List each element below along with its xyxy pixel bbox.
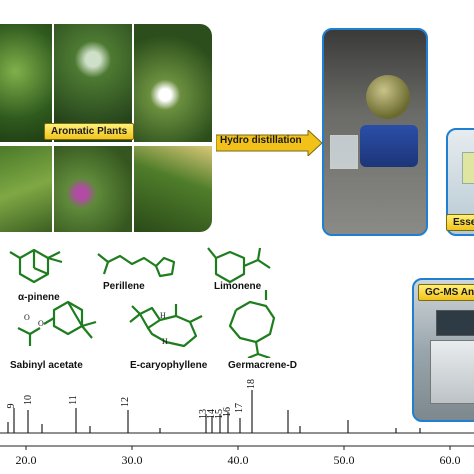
peak-label: 12 bbox=[120, 397, 131, 407]
plant-photo-4 bbox=[0, 146, 52, 232]
sabinyl-acetate-structure bbox=[17, 300, 97, 346]
hydro-distillation-label: Hydro distillation bbox=[220, 135, 302, 146]
peak-label: 13 bbox=[198, 409, 209, 419]
compound-label-germacrene-d: Germacrene-D bbox=[228, 360, 297, 371]
perillene-structure bbox=[97, 253, 176, 278]
peak-label: 11 bbox=[68, 395, 79, 405]
svg-text:O: O bbox=[24, 313, 30, 322]
e-caryophyllene-structure bbox=[129, 304, 203, 348]
peak-label: 14 bbox=[206, 409, 217, 419]
compound-label-e-caryophyllene: E-caryophyllene bbox=[130, 360, 208, 371]
peak-label: 9 bbox=[6, 404, 17, 409]
x-tick-label: 30.0 bbox=[122, 453, 143, 467]
plant-photo-2 bbox=[54, 24, 132, 142]
compound-label-sabinyl-acetate: Sabinyl acetate bbox=[10, 360, 83, 371]
svg-text:O: O bbox=[38, 319, 44, 328]
plant-photo-3 bbox=[134, 24, 212, 142]
heating-mantle bbox=[360, 125, 418, 167]
peak-label: 16 bbox=[222, 407, 233, 417]
aromatic-plants-label: Aromatic Plants bbox=[44, 123, 135, 140]
essential-oil-label: Esse bbox=[446, 214, 474, 231]
peak-label: 18 bbox=[246, 379, 257, 389]
x-tick-label: 60.0 bbox=[440, 453, 461, 467]
beaker-shape bbox=[330, 135, 358, 169]
plant-collage: Aromatic Plants bbox=[0, 24, 212, 232]
compound-label-perillene: Perillene bbox=[103, 281, 145, 292]
oil-vial bbox=[462, 152, 474, 184]
arrow-right-icon bbox=[215, 128, 323, 158]
alpha-pinene-structure bbox=[9, 248, 63, 284]
x-tick-label: 20.0 bbox=[16, 453, 37, 467]
compound-label-alpha-pinene: α-pinene bbox=[18, 292, 60, 303]
limonene-structure bbox=[207, 247, 271, 284]
peak-label: 17 bbox=[234, 403, 245, 413]
compound-label-limonene: Limonene bbox=[214, 281, 262, 292]
gcms-monitor bbox=[436, 310, 474, 336]
compound-structures: O O H H bbox=[9, 247, 276, 358]
peak-label: 10 bbox=[23, 395, 34, 405]
flask-shape bbox=[366, 75, 410, 119]
plant-photo-5 bbox=[54, 146, 132, 232]
hydro-distillation-arrow: Hydro distillation bbox=[215, 128, 324, 158]
gcms-photo bbox=[412, 278, 474, 422]
plant-photo-6 bbox=[134, 146, 212, 232]
x-tick-label: 40.0 bbox=[228, 453, 249, 467]
plant-photo-1 bbox=[0, 24, 52, 142]
svg-text:H: H bbox=[160, 311, 166, 320]
svg-text:H: H bbox=[162, 337, 168, 346]
germacrene-d-structure bbox=[228, 290, 276, 358]
x-tick-label: 50.0 bbox=[334, 453, 355, 467]
peak-label: 15 bbox=[214, 409, 225, 419]
gcms-instrument bbox=[430, 340, 474, 404]
distillation-apparatus-photo bbox=[322, 28, 428, 236]
gcms-analysis-label: GC-MS An bbox=[418, 284, 474, 301]
